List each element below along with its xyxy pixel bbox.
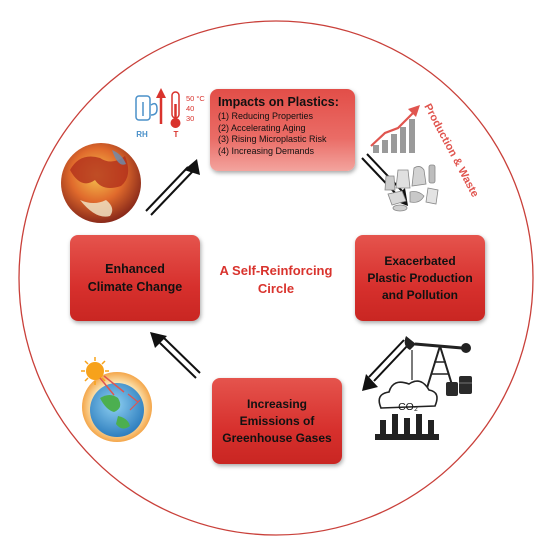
impacts-on-plastics-box: Impacts on Plastics: (1) Reducing Proper… xyxy=(210,89,355,171)
center-label: A Self-Reinforcing Circle xyxy=(202,262,350,298)
temp-40-label: 40 xyxy=(186,104,194,113)
center-label-line1: A Self-Reinforcing xyxy=(219,263,333,278)
enhanced-line1: Enhanced xyxy=(105,262,165,276)
emissions-line2: Emissions of xyxy=(239,413,315,428)
impacts-title: Impacts on Plastics: xyxy=(218,95,339,109)
arrow-to-enhanced xyxy=(150,332,201,379)
arrow-to-impacts xyxy=(145,159,200,216)
temp-30-label: 30 xyxy=(186,114,194,123)
arrow-to-emissions xyxy=(362,339,410,391)
heat-globe-icon xyxy=(61,143,141,223)
impact-item: (3) Rising Microplastic Risk xyxy=(218,134,327,144)
impact-item: (2) Accelerating Aging xyxy=(218,122,306,133)
t-label: T xyxy=(174,130,179,139)
humidity-thermometer-icon xyxy=(135,88,181,128)
center-label-line2: Circle xyxy=(257,281,295,296)
exacerbated-line3: and Pollution xyxy=(382,287,458,302)
co2-factory-icon xyxy=(375,380,439,440)
exacerbated-line2: Plastic Production xyxy=(367,270,473,285)
production-waste-label: Production & Waste xyxy=(421,102,480,200)
emissions-line1: Increasing xyxy=(246,396,308,411)
exacerbated-production-box: Exacerbated Plastic Production and Pollu… xyxy=(355,235,485,321)
production-bar-chart-icon xyxy=(370,105,420,153)
greenhouse-emissions-box: Increasing Emissions of Greenhouse Gases xyxy=(212,378,342,464)
rh-label: RH xyxy=(136,130,148,139)
enhanced-climate-change-box: Enhanced Climate Change xyxy=(70,235,200,321)
impact-item: (4) Increasing Demands xyxy=(218,145,315,156)
exacerbated-line1: Exacerbated xyxy=(384,253,456,268)
outer-circle xyxy=(18,20,534,536)
plastic-waste-icon xyxy=(384,164,439,212)
oil-pump-icon xyxy=(404,336,472,396)
enhanced-line2: Climate Change xyxy=(87,280,183,294)
impact-item: (1) Reducing Properties xyxy=(218,111,314,121)
temp-50-label: 50 °C xyxy=(186,94,205,103)
emissions-line3: Greenhouse Gases xyxy=(222,430,332,445)
sun-earth-icon xyxy=(81,357,152,442)
co2-label: CO₂ xyxy=(398,401,418,413)
